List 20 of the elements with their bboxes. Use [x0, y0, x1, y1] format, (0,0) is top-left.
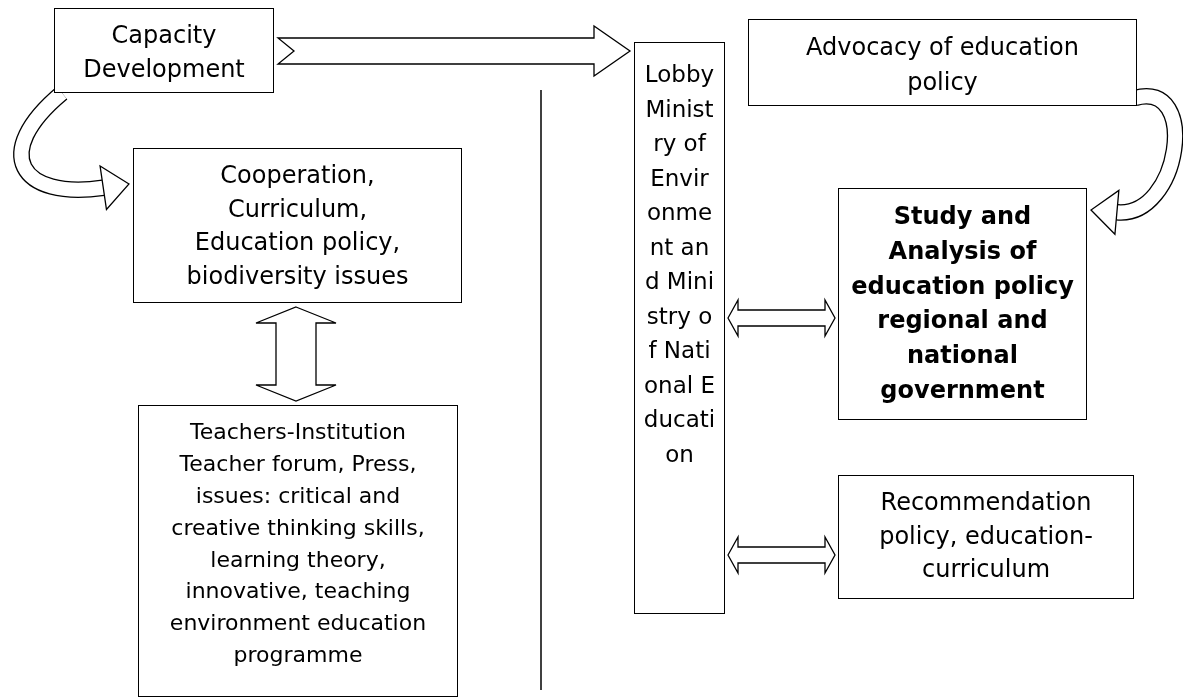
block-arrow: [255, 306, 337, 402]
box-label: Advocacy of education policy: [805, 32, 1080, 98]
process-box: [838, 475, 1134, 599]
box-label: Teachers-Institution Teacher forum, Press, issues: critical and creative thinking skills, learning theory, innovative, teaching environment education programme: [168, 418, 428, 670]
process-box: [634, 42, 725, 614]
process-box: [138, 405, 458, 697]
block-arrow: [727, 534, 836, 576]
box-label: Recommendation policy, education-curriculum: [878, 487, 1094, 586]
block-arrow: [727, 297, 836, 339]
box-label: Lobby Ministry of Environment and Ministry of National Education: [643, 60, 716, 469]
process-box: [133, 148, 462, 303]
box-label: Study and Analysis of education policy regional and national government: [850, 201, 1075, 406]
box-label: Cooperation, Curriculum, Education policy, biodiversity issues: [185, 160, 410, 292]
process-box: [748, 19, 1137, 106]
process-box: [54, 8, 274, 93]
box-label: Capacity Development: [82, 20, 246, 85]
block-arrow: [276, 24, 632, 78]
curved-arrow: [1090, 88, 1183, 236]
process-box: [838, 188, 1087, 420]
curved-arrow: [13, 86, 130, 212]
